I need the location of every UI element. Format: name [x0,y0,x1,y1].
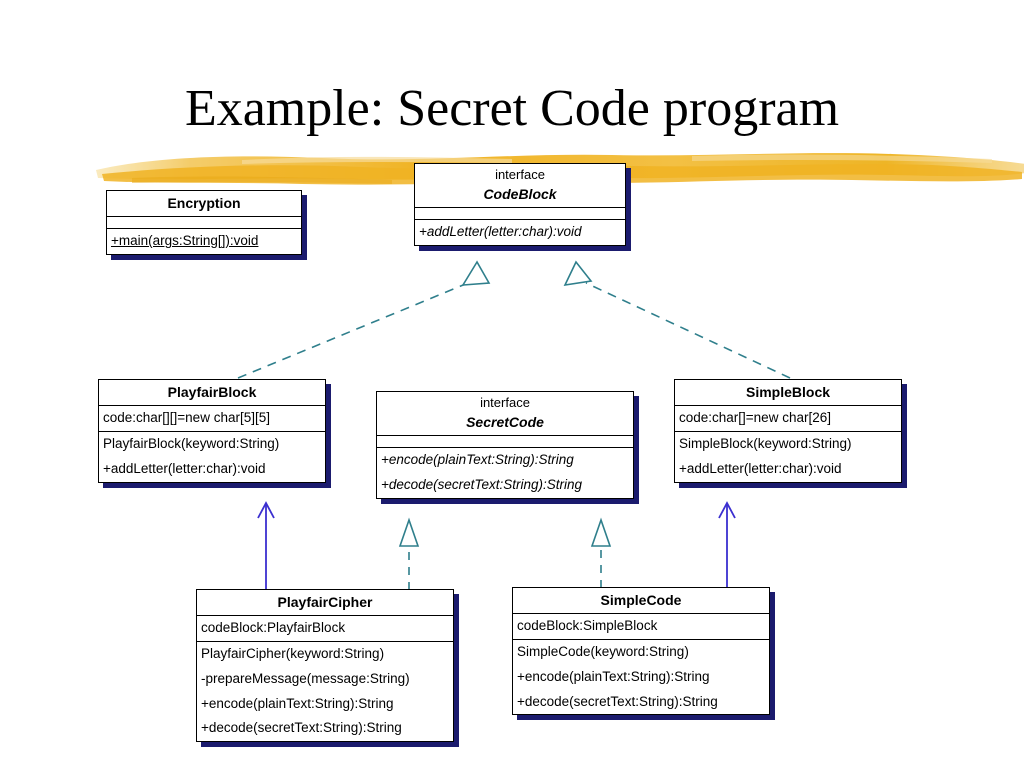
class-name-playfairblock: PlayfairBlock [99,380,325,407]
attributes-compartment-encryption [107,217,301,230]
uml-class-encryption[interactable]: Encryption +main(args:String[]):void [106,190,302,255]
realization-simpleblock-to-codeblock [563,260,791,379]
realization-playfaircipher-to-secretcode [398,517,420,590]
methods-compartment-codeblock: +addLetter(letter:char):void [415,220,625,245]
method-item: PlayfairCipher(keyword:String) [201,645,385,661]
methods-compartment-playfaircipher: PlayfairCipher(keyword:String) -prepareM… [197,642,453,741]
method-item: +encode(plainText:String):String [381,452,574,468]
attributes-compartment-codeblock [415,208,625,221]
association-simplecode-to-simpleblock [718,501,736,588]
methods-compartment-secretcode: +encode(plainText:String):String +decode… [377,448,633,498]
uml-interface-codeblock[interactable]: interface CodeBlock +addLetter(letter:ch… [414,163,626,246]
method-item: +encode(plainText:String):String [517,668,710,684]
methods-compartment-simpleblock: SimpleBlock(keyword:String) +addLetter(l… [675,432,901,482]
methods-compartment-playfairblock: PlayfairBlock(keyword:String) +addLetter… [99,432,325,482]
interface-name-label: CodeBlock [483,185,557,202]
attribute-item: code:char[]=new char[26] [679,410,831,426]
page-title: Example: Secret Code program [184,80,840,137]
association-playfaircipher-to-playfairblock [257,501,275,590]
method-item: SimpleBlock(keyword:String) [679,435,852,451]
class-name-encryption: Encryption [107,191,301,218]
method-item: +decode(secretText:String):String [201,720,402,736]
attribute-item: codeBlock:PlayfairBlock [201,620,346,636]
method-item: -prepareMessage(message:String) [201,670,410,686]
method-item: +addLetter(letter:char):void [679,460,842,476]
method-item: PlayfairBlock(keyword:String) [103,435,280,451]
method-item: +addLetter(letter:char):void [103,460,266,476]
attributes-compartment-playfairblock: code:char[][]=new char[5][5] [99,406,325,432]
method-item: +decode(secretText:String):String [517,693,718,709]
attribute-item: code:char[][]=new char[5][5] [103,410,270,426]
methods-compartment-simplecode: SimpleCode(keyword:String) +encode(plain… [513,640,769,715]
class-name-playfaircipher: PlayfairCipher [197,590,453,617]
method-item: +decode(secretText:String):String [381,476,582,492]
stereotype-label: interface [480,395,530,410]
class-name-simplecode: SimpleCode [513,588,769,615]
attributes-compartment-secretcode [377,436,633,449]
uml-class-simplecode[interactable]: SimpleCode codeBlock:SimpleBlock SimpleC… [512,587,770,716]
methods-compartment-encryption: +main(args:String[]):void [107,229,301,254]
uml-interface-secretcode[interactable]: interface SecretCode +encode(plainText:S… [376,391,634,499]
class-name-codeblock: interface CodeBlock [415,164,625,209]
interface-name-label: SecretCode [466,413,544,430]
uml-class-playfaircipher[interactable]: PlayfairCipher codeBlock:PlayfairBlock P… [196,589,454,743]
class-name-simpleblock: SimpleBlock [675,380,901,407]
class-name-secretcode: interface SecretCode [377,392,633,437]
stereotype-label: interface [495,167,545,182]
uml-class-playfairblock[interactable]: PlayfairBlock code:char[][]=new char[5][… [98,379,326,483]
method-item: +addLetter(letter:char):void [419,224,582,240]
realization-simplecode-to-secretcode [590,517,612,588]
attribute-item: codeBlock:SimpleBlock [517,618,658,634]
realization-playfairblock-to-codeblock [237,260,491,379]
method-item: +main(args:String[]):void [111,233,259,249]
method-item: +encode(plainText:String):String [201,695,394,711]
attributes-compartment-simpleblock: code:char[]=new char[26] [675,406,901,432]
attributes-compartment-simplecode: codeBlock:SimpleBlock [513,614,769,640]
uml-class-simpleblock[interactable]: SimpleBlock code:char[]=new char[26] Sim… [674,379,902,483]
attributes-compartment-playfaircipher: codeBlock:PlayfairBlock [197,616,453,642]
method-item: SimpleCode(keyword:String) [517,643,689,659]
